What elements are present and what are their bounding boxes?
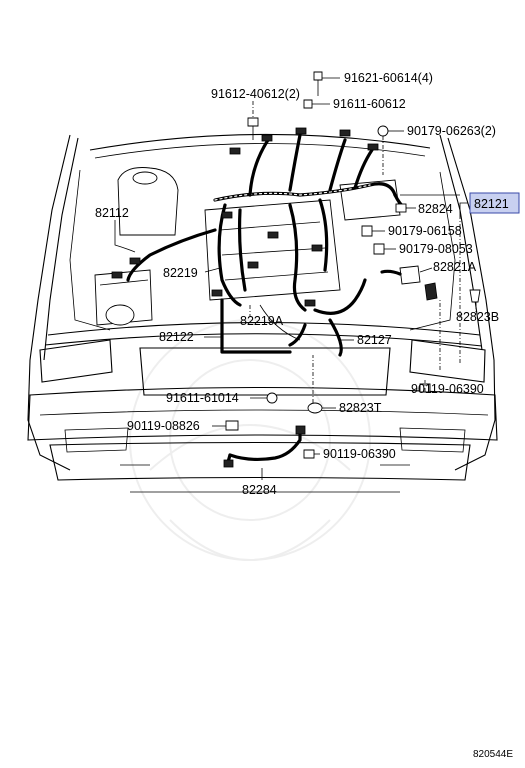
callout-82219A: 82219A [240,314,284,328]
callout-90179-08053: 90179-08053 [399,242,473,256]
callout-82121: 82121 [474,197,509,211]
leader-lines [114,77,477,480]
callout-82823B: 82823B [456,310,499,324]
engine-wire-harness [111,127,407,357]
callout-91621-60614: 91621-60614(4) [344,71,433,85]
callout-82122: 82122 [159,330,194,344]
callout-82821A: 82821A [433,260,477,274]
callout-82112: 82112 [95,206,129,220]
watermark-emblem [129,319,371,561]
vehicle-body-outline [27,133,498,493]
small-parts [223,71,481,468]
callout-82823T: 82823T [339,401,382,415]
callout-91612-40612: 91612-40612(2) [211,87,300,101]
callout-labels: 91621-60614(4) 91612-40612(2) 91611-6061… [95,71,509,497]
callout-82284: 82284 [242,483,277,497]
callout-90119-06390-upper: 90119-06390 [411,382,484,396]
callout-90119-06390-lower: 90119-06390 [323,447,396,461]
callout-highlight-box [469,192,520,214]
callout-82824: 82824 [418,202,453,216]
callout-90119-08826: 90119-08826 [127,419,200,433]
callout-82219: 82219 [163,266,198,280]
callout-91611-60612: 91611-60612 [333,97,406,111]
engine-components [94,167,401,341]
callout-90179-06263: 90179-06263(2) [407,124,496,138]
callout-90179-06158: 90179-06158 [388,224,462,238]
callout-91611-61014: 91611-61014 [166,391,239,405]
illustration-code: 820544E [472,749,513,760]
callout-82127: 82127 [357,333,392,347]
